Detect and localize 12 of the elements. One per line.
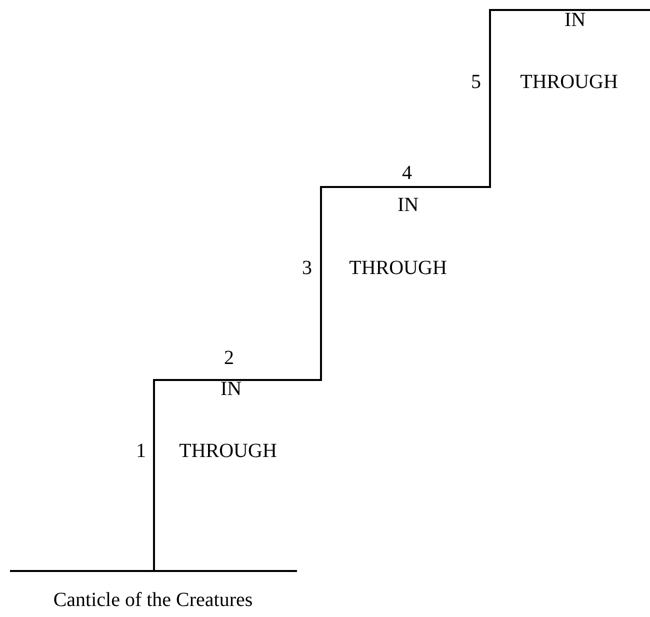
step-label: IN	[220, 379, 242, 399]
step-label: THROUGH	[349, 258, 447, 278]
step-number: 5	[471, 72, 481, 92]
step-label: THROUGH	[179, 441, 277, 461]
step-number: 3	[302, 258, 312, 278]
step-number: 4	[402, 163, 412, 183]
step-label: IN	[397, 195, 419, 215]
step-label: THROUGH	[520, 72, 618, 92]
step-number: 1	[136, 441, 146, 461]
step-label: IN	[564, 10, 586, 30]
step-number: 2	[224, 348, 234, 368]
caption: Canticle of the Creatures	[53, 590, 253, 610]
